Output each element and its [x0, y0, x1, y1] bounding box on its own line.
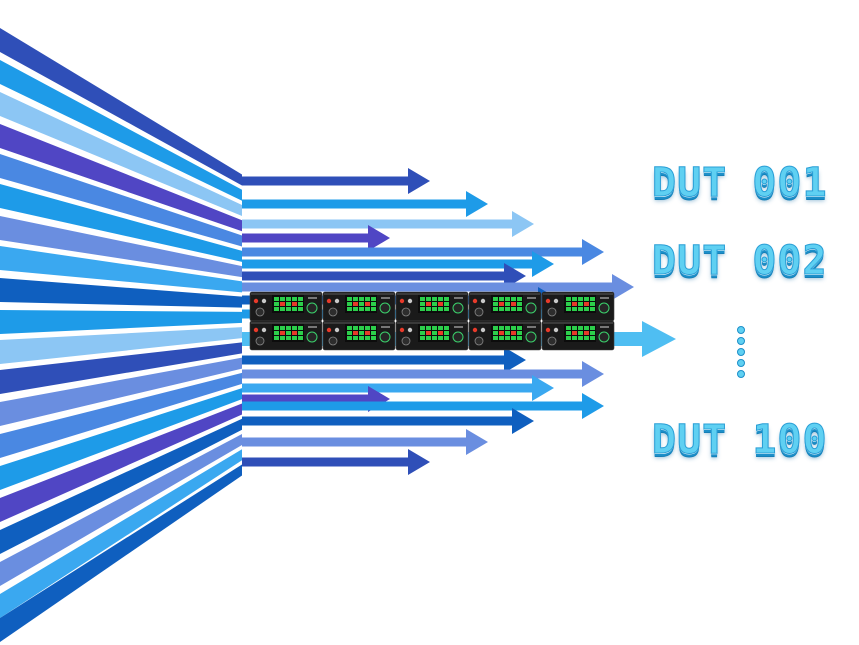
output-arrow: [242, 429, 488, 455]
output-arrow: [242, 263, 526, 289]
stream-band: [0, 246, 242, 293]
stream-band: [0, 327, 242, 364]
output-arrow: [242, 168, 430, 194]
power-supply-unit-icon: [322, 320, 396, 351]
stream-band: [0, 342, 242, 394]
output-arrow: [242, 347, 526, 373]
stream-band: [0, 92, 242, 217]
stream-band: [0, 124, 242, 232]
output-arrow: [242, 449, 430, 475]
output-arrow: [242, 191, 488, 217]
stream-band: [0, 357, 242, 426]
ellipsis-dot: [737, 359, 745, 367]
ellipsis-dot: [737, 370, 745, 378]
instrument-rack: [249, 291, 615, 351]
stream-band: [0, 433, 242, 586]
output-arrow: [242, 211, 534, 237]
stream-band: [0, 418, 242, 554]
stream-band: [0, 278, 242, 308]
power-supply-unit-icon: [541, 320, 615, 351]
stream-band: [0, 60, 242, 201]
ellipsis-dot: [737, 326, 745, 334]
power-supply-unit-icon: [249, 320, 323, 351]
output-arrow: [242, 361, 604, 387]
power-supply-unit-icon: [468, 291, 542, 322]
power-supply-unit-icon: [395, 291, 469, 322]
power-supply-unit-icon: [541, 291, 615, 322]
output-arrow: [242, 251, 554, 277]
stream-band: [0, 28, 242, 186]
dut-label-first: DUT 001: [652, 160, 828, 207]
power-supply-unit-icon: [395, 320, 469, 351]
stream-band: [0, 403, 242, 522]
stream-band: [0, 154, 242, 247]
stream-band: [0, 184, 242, 262]
dut-label-last: DUT 100: [652, 417, 828, 464]
output-arrow: [242, 239, 604, 265]
stream-band: [0, 449, 242, 618]
stream-band: [0, 216, 242, 278]
power-supply-unit-icon: [468, 320, 542, 351]
output-arrow: [242, 375, 554, 401]
stream-band: [0, 372, 242, 458]
output-arrow: [242, 274, 634, 300]
ellipsis-dot: [737, 348, 745, 356]
dut-label-second: DUT 002: [652, 238, 828, 285]
output-arrow: [242, 408, 534, 434]
power-supply-unit-icon: [322, 291, 396, 322]
input-streams: [0, 28, 242, 642]
stream-band: [0, 388, 242, 490]
output-arrow: [242, 225, 390, 251]
output-arrow: [242, 386, 390, 412]
stream-band: [0, 310, 242, 334]
output-arrow: [242, 393, 604, 419]
stream-band: [0, 464, 242, 642]
ellipsis-dot: [737, 337, 745, 345]
power-supply-unit-icon: [249, 291, 323, 322]
